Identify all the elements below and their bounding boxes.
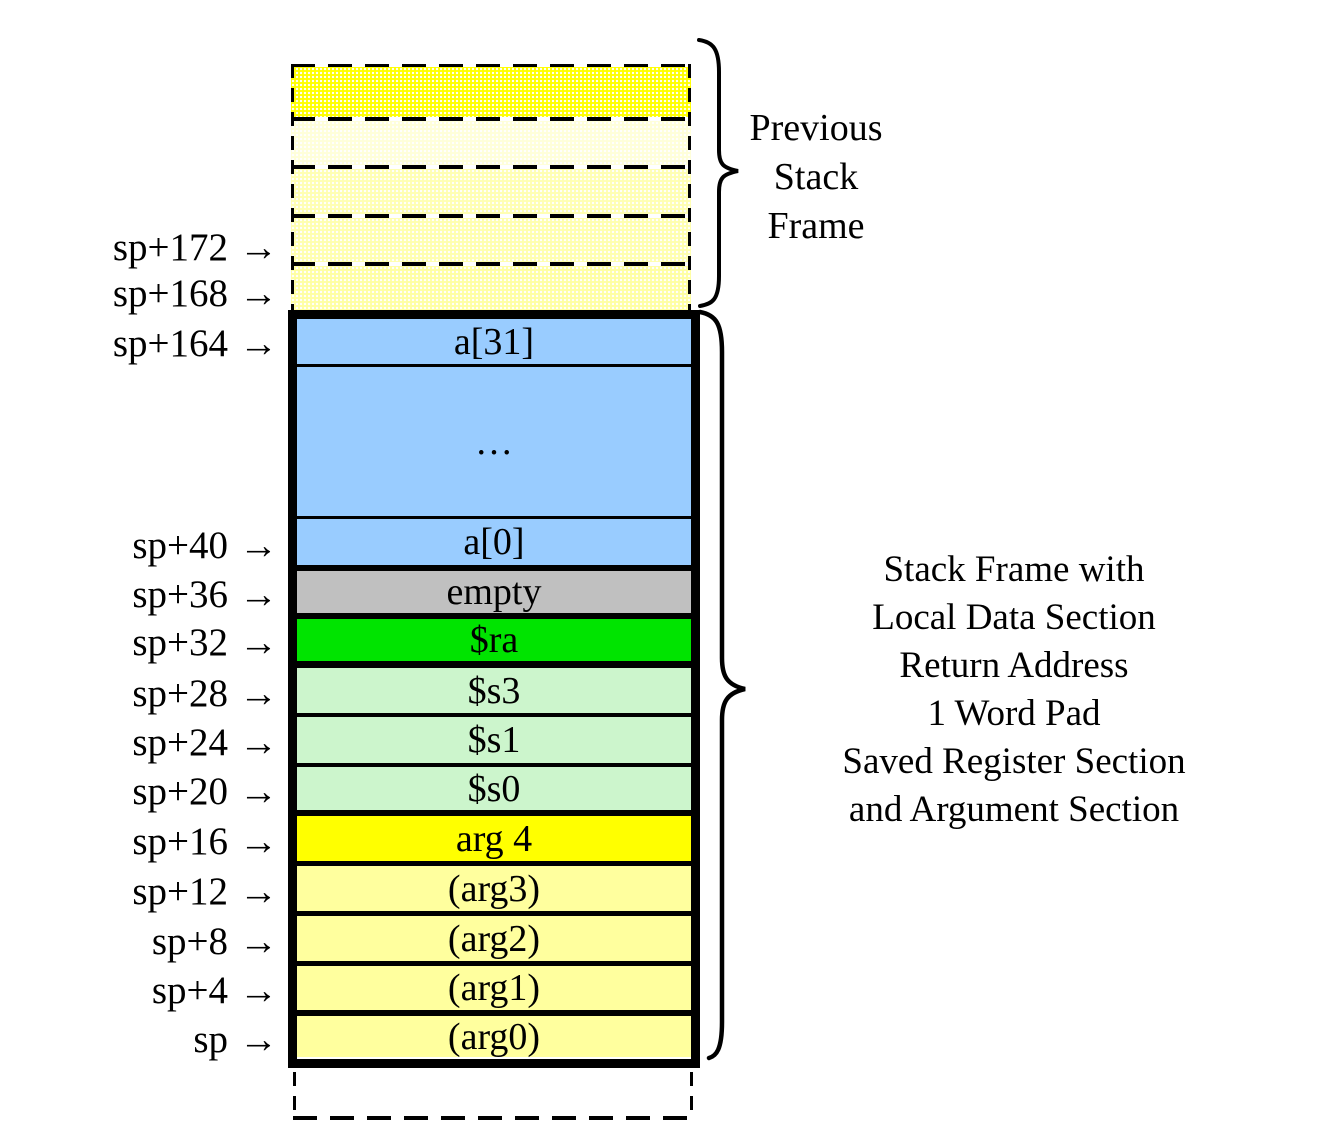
dashed-right-border — [688, 64, 691, 310]
right-arrow-icon: → — [239, 573, 278, 616]
right-arrow-icon: → — [239, 969, 278, 1012]
stack-row-label: empty — [446, 571, 542, 613]
previous-frame-brace — [697, 38, 739, 308]
stack-continuation-box — [293, 1072, 695, 1120]
right-arrow-icon: → — [239, 770, 278, 813]
stack-row-label: $ra — [469, 619, 519, 661]
stack-frame-brace — [697, 309, 746, 1061]
pointer-label: sp+164 — [112, 322, 228, 365]
dashed-left-border — [291, 64, 294, 310]
stack-row-label: $s1 — [467, 719, 521, 761]
stack-row-a31: a[31] — [297, 319, 691, 367]
pointer-sp168: sp+168 → — [0, 268, 278, 320]
pointer-label: sp+8 — [151, 920, 228, 963]
pointer-sp164: sp+164 → — [0, 318, 278, 370]
pointer-sp32: sp+32 → — [0, 617, 278, 669]
pointer-sp4: sp+4 → — [0, 965, 278, 1017]
stack-row-label: … — [475, 420, 513, 463]
pointer-label: sp — [193, 1018, 228, 1061]
dashed-left-border — [293, 1072, 296, 1116]
stack-row-empty: empty — [297, 571, 691, 619]
stack-row-a0: a[0] — [297, 519, 691, 571]
stack-row-ra: $ra — [297, 619, 691, 668]
pointer-label: sp+168 — [112, 272, 228, 315]
previous-frame-row — [291, 218, 691, 262]
pointer-label: sp+40 — [132, 524, 228, 567]
pointer-sp16: sp+16 → — [0, 816, 278, 868]
right-arrow-icon: → — [239, 272, 278, 315]
previous-stack-frame-box — [291, 64, 691, 310]
right-arrow-icon: → — [239, 524, 278, 567]
previous-frame-caption: Previous Stack Frame — [749, 107, 883, 247]
stack-row-s3: $s3 — [297, 668, 691, 717]
right-arrow-icon: → — [239, 820, 278, 863]
previous-frame-row — [291, 121, 691, 165]
right-arrow-icon: → — [239, 226, 278, 269]
pointer-sp20: sp+20 → — [0, 766, 278, 818]
pointer-label: sp+20 — [132, 770, 228, 813]
dashed-bottom-border — [293, 1116, 695, 1120]
stack-row-s0: $s0 — [297, 767, 691, 816]
stack-row-arg2: (arg2) — [297, 916, 691, 966]
pointer-label: sp+36 — [132, 573, 228, 616]
stack-row-arg0: (arg0) — [297, 1016, 691, 1057]
pointer-sp12: sp+12 → — [0, 866, 278, 918]
stack-row-ellipsis: … — [297, 367, 691, 519]
dashed-divider — [291, 214, 691, 218]
dashed-divider — [291, 117, 691, 121]
stack-row-arg4: arg 4 — [297, 816, 691, 866]
right-arrow-icon: → — [239, 920, 278, 963]
stack-row-label: a[31] — [453, 320, 535, 363]
dashed-top-border — [291, 64, 691, 68]
previous-frame-rows — [291, 67, 691, 310]
dashed-divider — [291, 165, 691, 169]
dashed-right-border — [690, 1072, 693, 1116]
previous-frame-row — [291, 67, 691, 117]
pointer-label: sp+28 — [132, 672, 228, 715]
right-arrow-icon: → — [239, 672, 278, 715]
right-arrow-icon: → — [239, 322, 278, 365]
pointer-label: sp+12 — [132, 870, 228, 913]
dashed-divider — [291, 262, 691, 266]
pointer-sp28: sp+28 → — [0, 668, 278, 720]
pointer-sp36: sp+36 → — [0, 569, 278, 621]
pointer-label: sp+4 — [151, 969, 228, 1012]
previous-frame-row — [291, 266, 691, 310]
stack-row-label: a[0] — [463, 521, 525, 563]
pointer-label: sp+16 — [132, 820, 228, 863]
stack-row-arg1: (arg1) — [297, 966, 691, 1016]
stack-row-label: arg 4 — [455, 817, 533, 860]
pointer-sp172: sp+172 → — [0, 222, 278, 274]
right-arrow-icon: → — [239, 721, 278, 764]
stack-row-label: (arg2) — [447, 917, 541, 960]
stack-row-s1: $s1 — [297, 717, 691, 767]
pointer-label: sp+172 — [112, 226, 228, 269]
stack-row-label: $s0 — [467, 767, 521, 810]
stack-frame-caption: Stack Frame with Local Data Section Retu… — [842, 549, 1186, 830]
pointer-sp24: sp+24 → — [0, 717, 278, 769]
pointer-sp8: sp+8 → — [0, 916, 278, 968]
stack-row-label: (arg3) — [447, 867, 541, 910]
stack-row-arg3: (arg3) — [297, 866, 691, 916]
right-arrow-icon: → — [239, 870, 278, 913]
stack-row-label: (arg0) — [447, 1015, 541, 1058]
previous-frame-row — [291, 169, 691, 214]
stack-row-label: $s3 — [467, 669, 521, 712]
pointer-label: sp+32 — [132, 621, 228, 664]
stack-row-label: (arg1) — [447, 967, 541, 1009]
pointer-label: sp+24 — [132, 721, 228, 764]
right-arrow-icon: → — [239, 621, 278, 664]
pointer-sp40: sp+40 → — [0, 520, 278, 572]
pointer-sp: sp → — [0, 1014, 278, 1066]
stack-frame-box: a[31] … a[0] empty $ra $s3 $s1 $s0 arg 4… — [288, 310, 700, 1068]
right-arrow-icon: → — [239, 1018, 278, 1061]
